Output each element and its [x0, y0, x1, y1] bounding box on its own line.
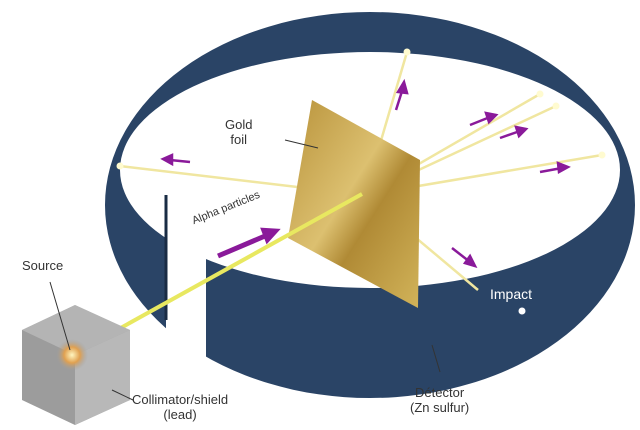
label-line: (Zn sulfur): [410, 400, 470, 415]
label-impact: Impact: [490, 286, 533, 302]
detector-gap: [166, 192, 206, 430]
label-source: Source: [22, 258, 64, 273]
detector-ring: [105, 12, 635, 398]
source-glow: [56, 339, 88, 371]
label-line: (lead): [163, 407, 197, 422]
impact-dots: [116, 48, 606, 170]
label-detector: Détector (Zn sulfur): [410, 385, 469, 415]
label-line: Collimator/shield: [132, 392, 229, 407]
leader-lines: [49, 139, 441, 401]
gold-foil: [288, 100, 420, 308]
label-line: foil: [230, 132, 248, 147]
impact-dot: [518, 307, 526, 315]
collimator-cube: [22, 305, 130, 425]
label-line: Gold: [225, 117, 253, 132]
direction-arrows: [160, 78, 571, 269]
label-line: Détector: [415, 385, 465, 400]
label-collimator: Collimator/shield (lead): [132, 392, 228, 422]
label-gold-foil: Gold foil: [225, 117, 252, 147]
